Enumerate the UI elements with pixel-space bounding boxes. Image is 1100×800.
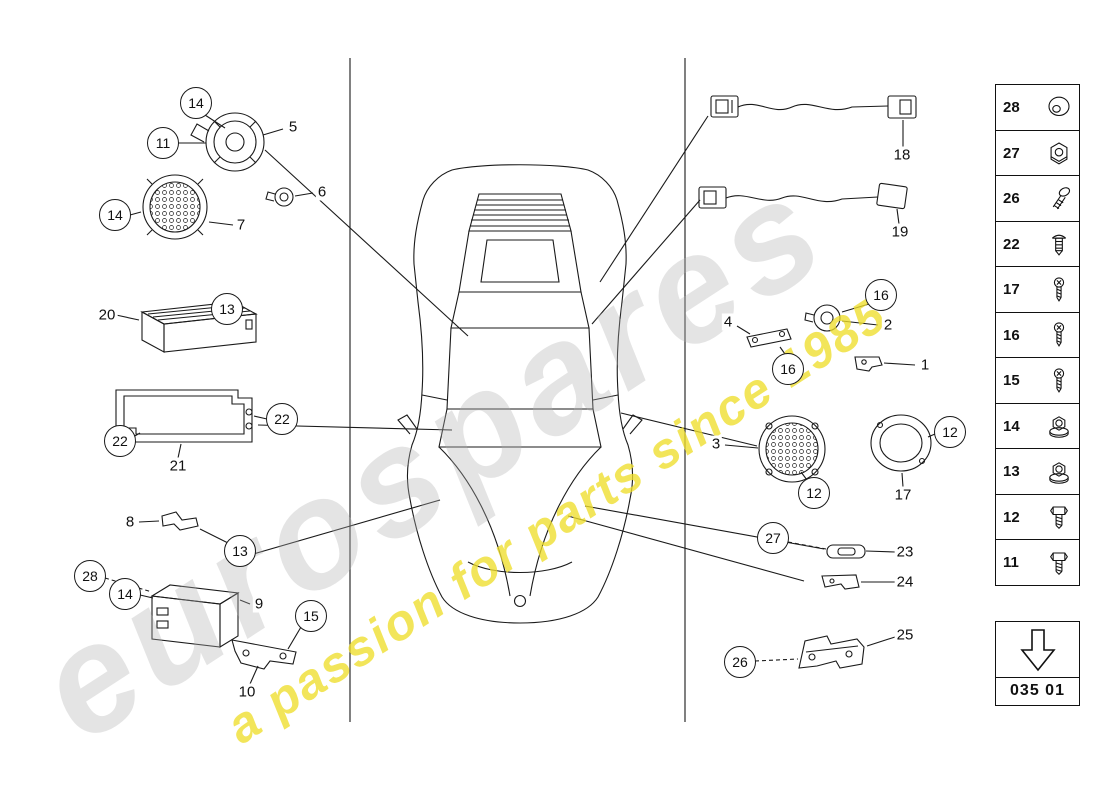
antenna-bracket-sketch bbox=[798, 635, 865, 669]
flange-nut-icon bbox=[1044, 411, 1074, 441]
legend-number: 11 bbox=[1003, 554, 1019, 571]
fastener-callout: 13 bbox=[224, 535, 256, 567]
legend-number: 15 bbox=[1003, 372, 1020, 389]
fastener-callout: 14 bbox=[109, 578, 141, 610]
fastener-callout: 13 bbox=[211, 293, 243, 325]
tweeter-bracket-sketch bbox=[746, 328, 792, 348]
part-number-label: 20 bbox=[96, 306, 118, 324]
fastener-legend: 28 27 26 22 17 16 15 14 13 12 11 bbox=[995, 84, 1080, 586]
hex-nut-icon bbox=[1044, 138, 1074, 168]
legend-number: 13 bbox=[1003, 463, 1020, 480]
fastener-callout: 22 bbox=[266, 403, 298, 435]
fastener-callout: 28 bbox=[74, 560, 106, 592]
part-number-label: 1 bbox=[918, 356, 932, 374]
part-number-label: 17 bbox=[892, 486, 914, 504]
fastener-callout: 14 bbox=[180, 87, 212, 119]
legend-number: 26 bbox=[1003, 190, 1020, 207]
speaker-ring-sketch-right bbox=[870, 414, 932, 472]
pan-screw-icon bbox=[1044, 275, 1074, 305]
door-speaker-sketch bbox=[758, 415, 826, 483]
part-number-label: 18 bbox=[891, 146, 913, 164]
pan-screw-icon bbox=[1044, 366, 1074, 396]
cable-19-sketch bbox=[698, 182, 908, 210]
screw-icon bbox=[1044, 184, 1074, 214]
part-number-label: 25 bbox=[894, 626, 916, 644]
part-number-label: 7 bbox=[234, 216, 248, 234]
legend-item: 11 bbox=[995, 539, 1080, 586]
fastener-callout: 12 bbox=[798, 477, 830, 509]
clip-part-1-sketch bbox=[854, 356, 883, 372]
rivet-icon bbox=[1044, 229, 1074, 259]
fastener-callout: 12 bbox=[934, 416, 966, 448]
module-bracket-sketch bbox=[231, 639, 297, 670]
part-number-label: 23 bbox=[894, 543, 916, 561]
fastener-callout: 14 bbox=[99, 199, 131, 231]
section-boundary-lines bbox=[349, 58, 686, 722]
part-number-label: 4 bbox=[721, 313, 735, 331]
cable-18-sketch bbox=[710, 95, 917, 119]
legend-item: 17 bbox=[995, 266, 1080, 313]
legend-number: 28 bbox=[1003, 99, 1020, 116]
pan-screw-icon bbox=[1044, 320, 1074, 350]
legend-number: 27 bbox=[1003, 144, 1020, 162]
lamp-part-23-sketch bbox=[826, 544, 866, 559]
legend-number: 12 bbox=[1003, 508, 1020, 526]
fastener-callout: 11 bbox=[147, 127, 179, 159]
legend-item: 14 bbox=[995, 402, 1080, 450]
fastener-callout: 27 bbox=[757, 522, 789, 554]
legend-item: 16 bbox=[995, 311, 1080, 359]
legend-number: 17 bbox=[1003, 281, 1020, 298]
fastener-callout: 15 bbox=[295, 600, 327, 632]
tweeter-sketch-left bbox=[265, 187, 294, 207]
part-number-label: 19 bbox=[889, 223, 911, 241]
legend-item: 27 bbox=[995, 129, 1080, 177]
legend-number: 16 bbox=[1003, 326, 1020, 344]
part-number-label: 2 bbox=[881, 316, 895, 334]
car-top-view bbox=[397, 164, 643, 624]
control-module-sketch bbox=[150, 584, 240, 648]
fastener-callout: 22 bbox=[104, 425, 136, 457]
down-arrow-icon bbox=[996, 622, 1079, 677]
midrange-speaker-sketch bbox=[142, 174, 208, 240]
part-number-label: 9 bbox=[252, 595, 266, 613]
bolt-icon bbox=[1044, 548, 1074, 578]
part-number-label: 5 bbox=[286, 118, 300, 136]
tweeter-sketch-right bbox=[804, 304, 841, 332]
part-number-label: 3 bbox=[709, 435, 723, 453]
flange-nut-icon bbox=[1044, 457, 1074, 487]
legend-item: 28 bbox=[995, 84, 1080, 131]
legend-number: 22 bbox=[1003, 235, 1020, 253]
legend-item: 13 bbox=[995, 448, 1080, 495]
part-number-label: 6 bbox=[315, 183, 329, 201]
speaker-ring-sketch bbox=[190, 112, 265, 172]
diagram-code: 035 01 bbox=[996, 677, 1079, 705]
fastener-callout: 16 bbox=[772, 353, 804, 385]
legend-item: 12 bbox=[995, 493, 1080, 541]
fastener-callout: 16 bbox=[865, 279, 897, 311]
part-number-label: 8 bbox=[123, 513, 137, 531]
diagram-code-box: 035 01 bbox=[995, 621, 1080, 706]
small-bracket-sketch bbox=[161, 511, 199, 531]
bolt-icon bbox=[1044, 502, 1074, 532]
legend-item: 22 bbox=[995, 220, 1080, 268]
part-number-label: 21 bbox=[167, 457, 189, 475]
legend-number: 14 bbox=[1003, 417, 1020, 435]
part-number-label: 10 bbox=[236, 683, 258, 701]
legend-item: 15 bbox=[995, 357, 1080, 404]
lamp-part-24-sketch bbox=[821, 574, 860, 590]
grommet-icon bbox=[1044, 93, 1074, 123]
legend-item: 26 bbox=[995, 175, 1080, 222]
fastener-callout: 26 bbox=[724, 646, 756, 678]
part-number-label: 24 bbox=[894, 573, 916, 591]
